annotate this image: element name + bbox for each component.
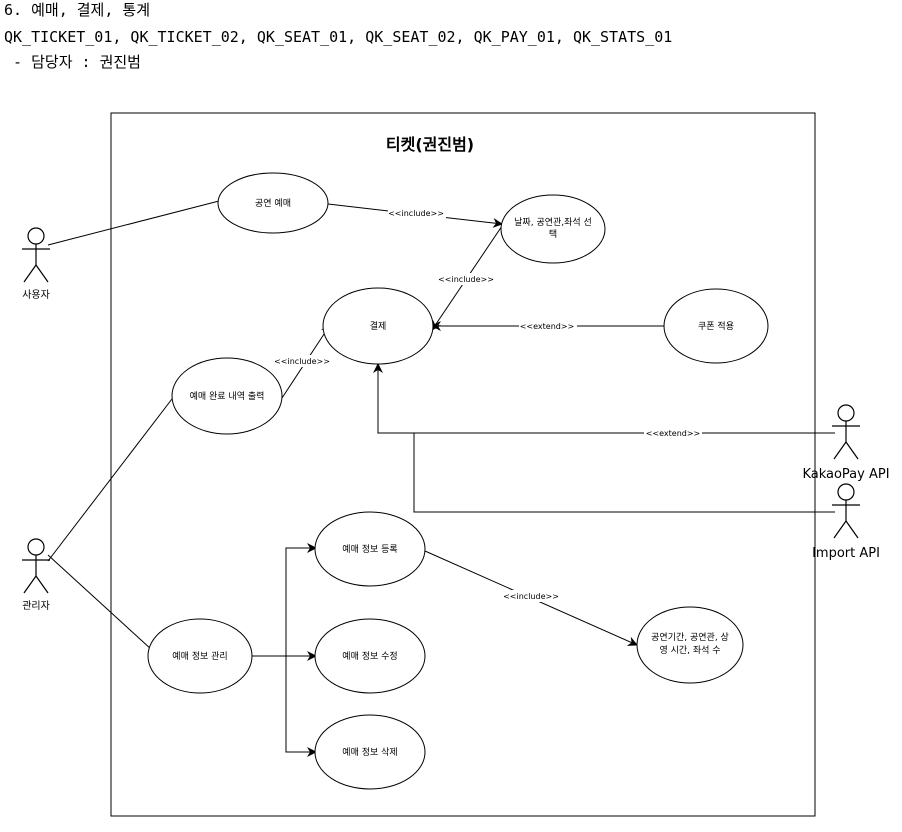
actor-kakaopay-label: KakaoPay API xyxy=(802,467,889,482)
use-case-register xyxy=(314,511,426,587)
actor-admin-figure xyxy=(22,538,50,594)
use-case-label: 영 시간, 좌석 수 xyxy=(659,645,720,656)
actor-import-figure xyxy=(832,483,860,539)
use-case-label: 택 xyxy=(549,229,557,240)
use-case-label: 예매 정보 등록 xyxy=(342,544,397,555)
owner-line: - 담당자 : 권진범 xyxy=(4,53,141,71)
use-case-label: 공연 예매 xyxy=(255,198,291,209)
use-case-label: 예매 정보 삭제 xyxy=(342,747,397,758)
use-case-manage xyxy=(147,618,253,694)
use-case-modify xyxy=(314,618,426,694)
include-label: <<include>> xyxy=(388,209,444,218)
import-payment-connector xyxy=(413,433,835,513)
actor-user-label: 사용자 xyxy=(22,289,50,301)
use-case-payment xyxy=(322,287,434,365)
use-case-select xyxy=(500,194,606,264)
use-case-label: 예매 완료 내역 출력 xyxy=(190,390,265,402)
include-label: <<include>> xyxy=(438,275,494,284)
use-case-reserve xyxy=(217,172,329,234)
admin-manage-association xyxy=(47,554,153,651)
include-label: <<include>> xyxy=(503,592,559,601)
use-case-details xyxy=(636,606,744,684)
use-case-print xyxy=(171,357,283,435)
use-case-label: 공연기간, 공연관, 상 xyxy=(651,632,729,643)
actor-admin-label: 관리자 xyxy=(22,600,50,612)
user-reserve-association xyxy=(47,200,220,246)
use-case-delete xyxy=(314,714,426,790)
extend-label: <<extend>> xyxy=(520,322,575,331)
actor-import-label: Import API xyxy=(812,546,880,561)
use-case-label: 예매 정보 수정 xyxy=(342,651,397,662)
use-case-coupon xyxy=(663,288,769,364)
use-case-label: 예매 정보 관리 xyxy=(172,651,227,662)
requirement-codes: QK_TICKET_01, QK_TICKET_02, QK_SEAT_01, … xyxy=(4,28,673,46)
actor-user-figure xyxy=(22,227,50,283)
actor-kakaopay-figure xyxy=(832,404,860,460)
manage-register-connector xyxy=(285,543,317,656)
use-case-label: 결제 xyxy=(370,321,387,332)
kakaopay-payment-extend xyxy=(373,363,835,434)
system-title: 티켓(권진범) xyxy=(386,135,474,154)
admin-print-association xyxy=(47,394,176,562)
manage-delete-connector xyxy=(285,656,317,757)
extend-label: <<extend>> xyxy=(646,429,701,438)
system-boundary xyxy=(110,112,816,817)
section-heading: 6. 예매, 결제, 통계 xyxy=(4,1,151,19)
use-case-label: 날짜, 공연관,좌석 선 xyxy=(514,217,592,228)
use-case-label: 쿠폰 적용 xyxy=(698,320,734,332)
include-label: <<include>> xyxy=(274,357,330,366)
